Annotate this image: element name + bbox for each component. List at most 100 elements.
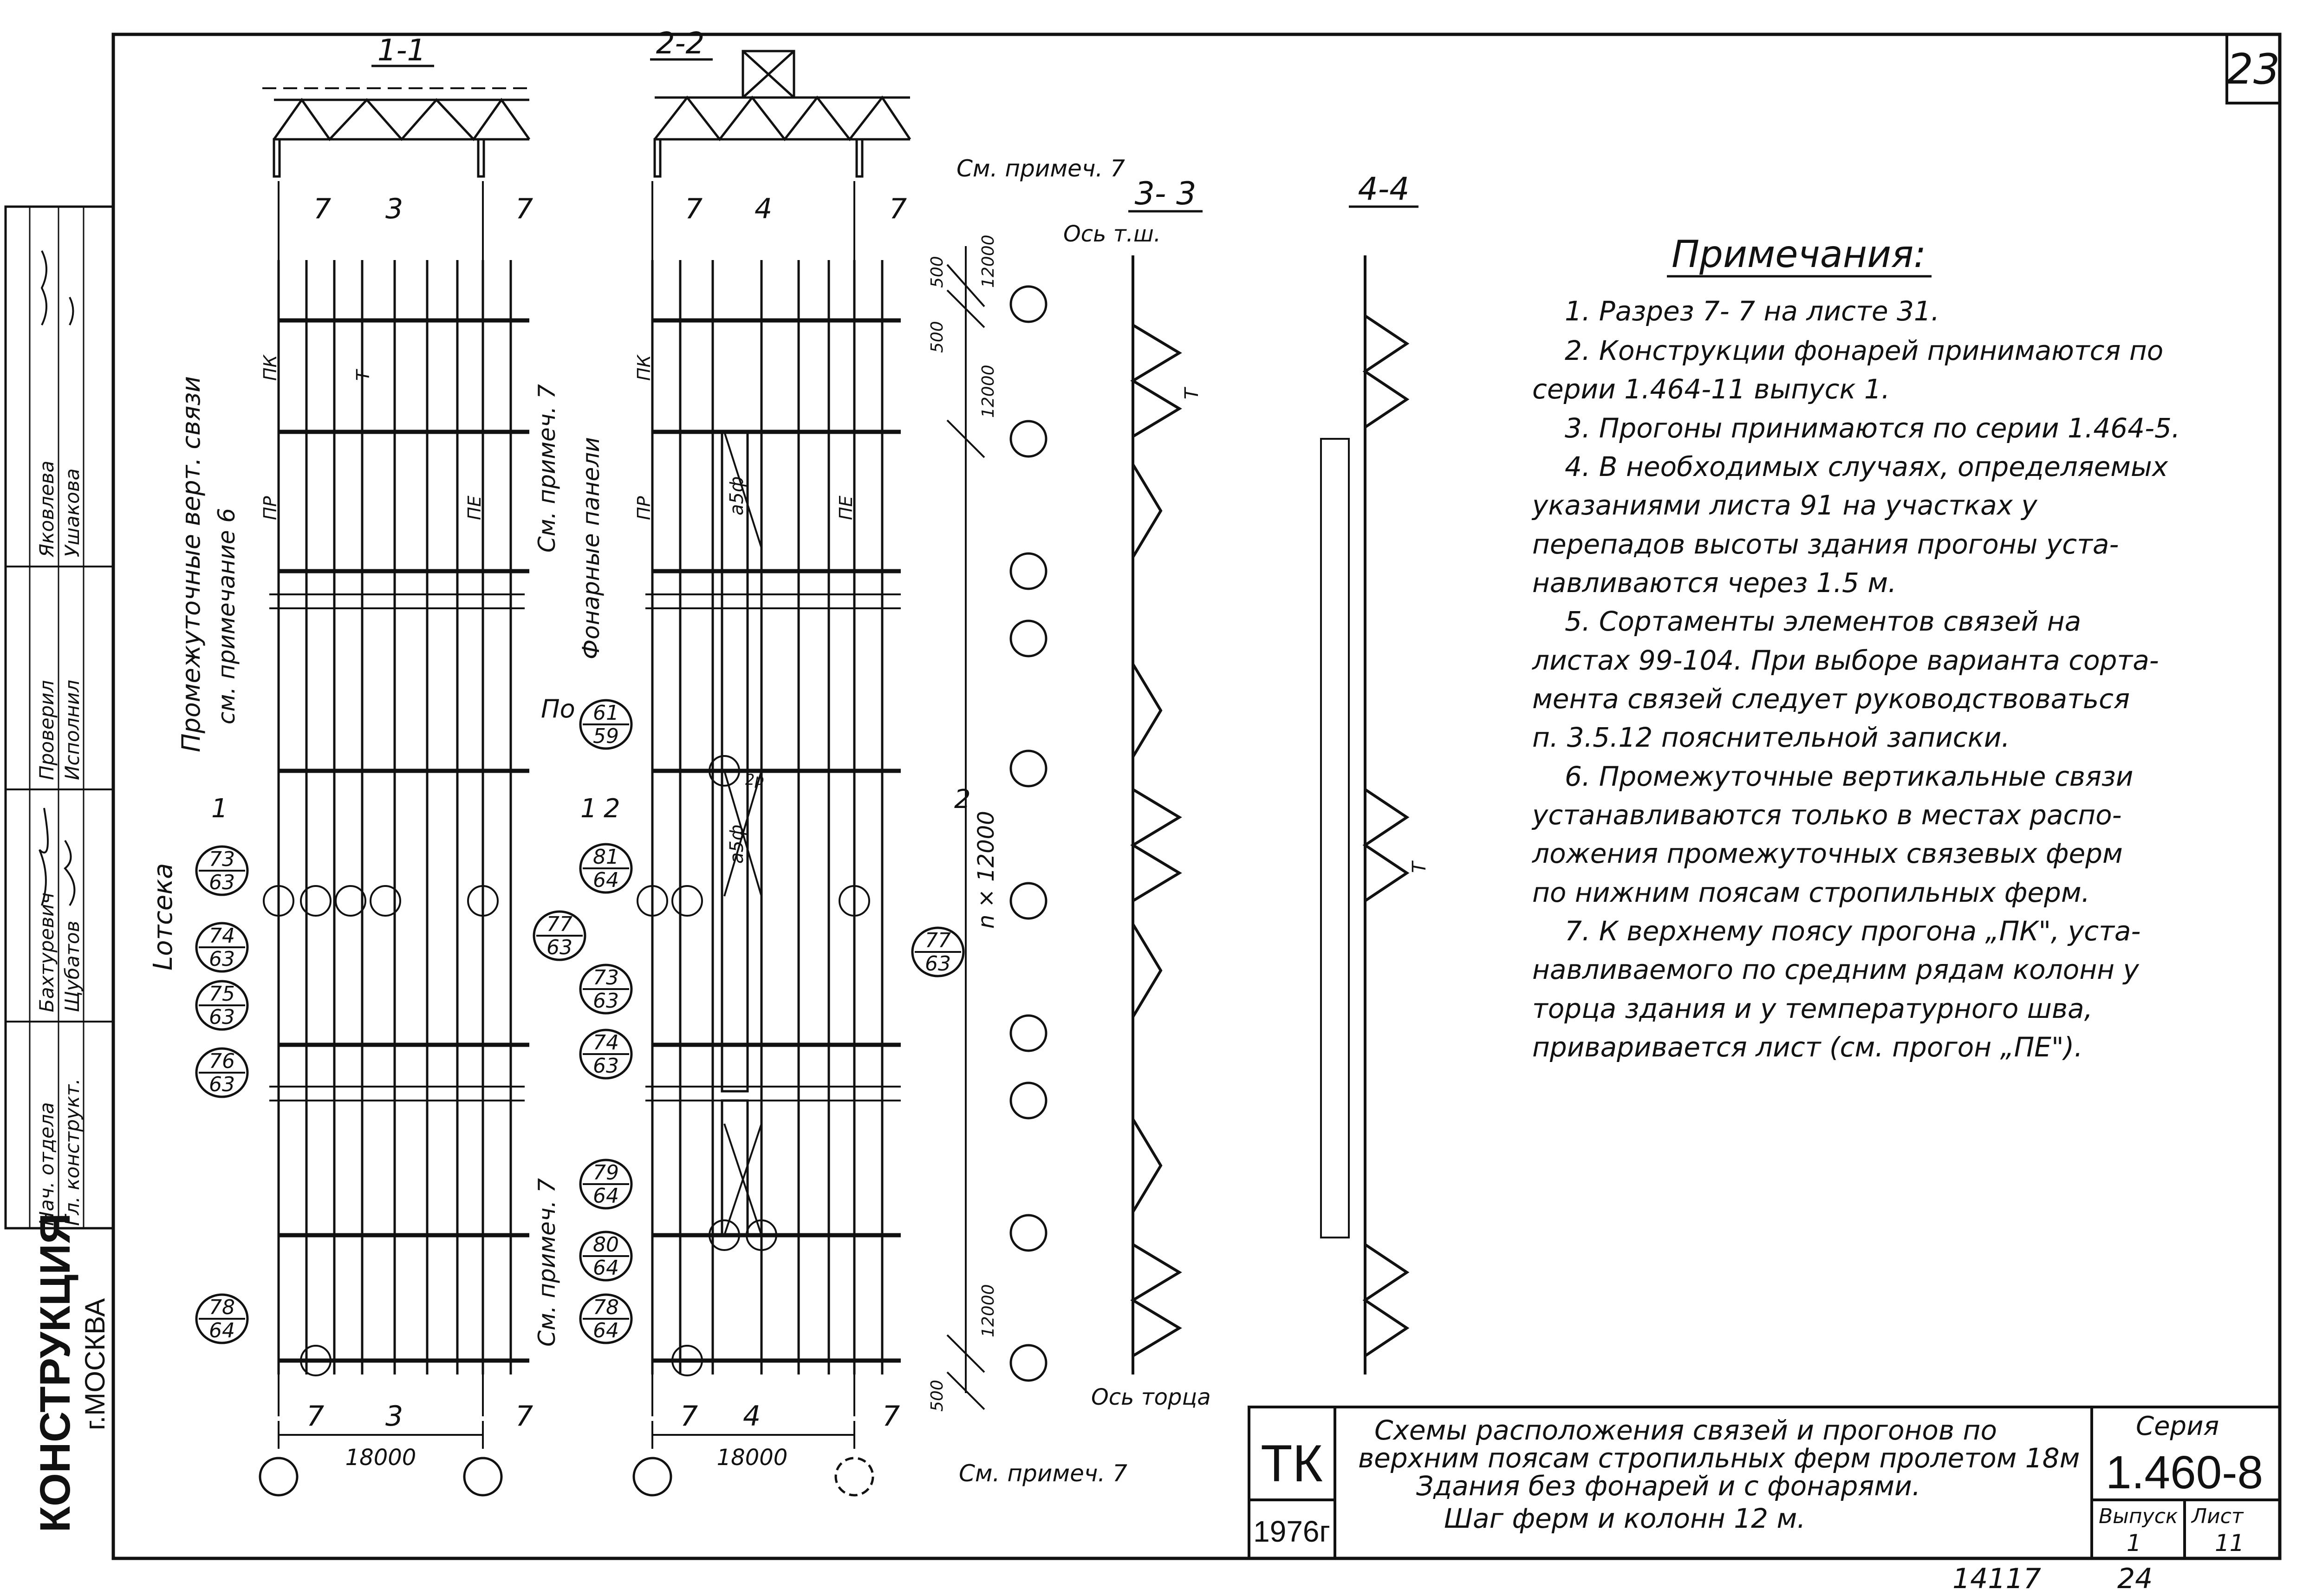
callout-73-63-left: 73 63	[195, 845, 249, 896]
note-line: торца здания и у температурного шва,	[1532, 993, 2093, 1024]
svg-text:63: 63	[593, 1054, 619, 1078]
svg-text:73: 73	[209, 847, 235, 871]
page-number: 23	[2227, 45, 2280, 94]
purlin-mark-a5f: а5ф	[726, 476, 748, 515]
svg-text:63: 63	[209, 1073, 235, 1096]
section-4-4-drawing	[1320, 255, 1410, 1375]
cut-2-right: 2	[954, 784, 971, 814]
issue-value: 1	[2127, 1530, 2141, 1557]
svg-text:63: 63	[209, 947, 235, 971]
note-line: 5. Сортаменты элементов связей на	[1565, 606, 2081, 637]
cut-mark-top-mid-3: 7	[889, 193, 907, 225]
callout-81-64: 81 64	[579, 843, 633, 894]
svg-text:79: 79	[593, 1161, 619, 1185]
stamp-name-4: Ушакова	[61, 469, 84, 557]
cut-mark-bot-mid-1: 7	[680, 1400, 698, 1433]
section-3-3: 3- 3	[1135, 176, 1197, 212]
title-block	[1248, 1406, 2281, 1560]
svg-text:64: 64	[593, 868, 619, 892]
dim-span-mid: 18000	[717, 1445, 788, 1471]
plan-scheme-left	[259, 181, 529, 1497]
purlin-mark-2r: 2р	[745, 771, 764, 788]
callout-77-63-left: 77 63	[533, 910, 586, 961]
stamp-name-3: Яковлева	[35, 461, 58, 558]
cut-mark-bot-left-3: 7	[515, 1400, 533, 1433]
label-axis-ts: Ось т.ш.	[1063, 221, 1161, 247]
title-line: Схемы расположения связей и прогонов по	[1374, 1414, 1997, 1446]
truss-section-1-1	[262, 87, 531, 178]
callout-61-59: 61 59	[579, 699, 633, 750]
notes-title: Примечания:	[1672, 233, 1926, 276]
cut-mark-top-left-2: 3	[385, 193, 403, 225]
title-line: Здания без фонарей и с фонарями.	[1416, 1470, 1920, 1502]
label-vertical-bracing: Промежуточные верт. связи	[176, 376, 206, 752]
label-see-note-6: см. примечание 6	[213, 508, 240, 724]
purlin-mark-pk-mid: ПК	[634, 354, 654, 381]
callout-74-63-mid: 74 63	[579, 1029, 633, 1080]
dim-12000-mid: 12000	[979, 365, 998, 418]
svg-text:81: 81	[593, 845, 619, 869]
note-line: листах 99-104. При выборе варианта сорта…	[1532, 645, 2159, 676]
svg-text:75: 75	[209, 982, 235, 1006]
stamp-role-1: Нач. отдела	[35, 1102, 58, 1226]
label-n12000: n × 12000	[973, 811, 999, 929]
label-po: По	[541, 694, 575, 723]
svg-text:64: 64	[593, 1256, 619, 1280]
stamp-name-2: Щубатов	[61, 921, 84, 1012]
svg-text:77: 77	[546, 912, 572, 936]
title-logo: ТК	[1261, 1434, 1323, 1492]
purlin-mark-pe-left: ПЕ	[464, 495, 485, 520]
callouts: 73 63 74 63 75 63 76 63 77 63	[195, 699, 965, 1344]
stamp-role-3: Проверил	[35, 680, 58, 780]
callout-75-63-left: 75 63	[195, 980, 249, 1031]
svg-text:76: 76	[209, 1049, 235, 1073]
section-2-2: 2-2	[656, 26, 705, 61]
label-see-note-7-vert-b: См. примеч. 7	[533, 1178, 560, 1347]
note-line: 6. Промежуточные вертикальные связи	[1565, 761, 2133, 792]
archive-number: 14117	[1952, 1563, 2041, 1595]
issue-label: Выпуск	[2099, 1505, 2178, 1528]
callout-76-63-left: 76 63	[195, 1047, 249, 1098]
note-line: 7. К верхнему поясу прогона „ПК", уста-	[1565, 915, 2140, 947]
stamp-signatures	[39, 250, 76, 906]
callout-74-63-left: 74 63	[195, 922, 249, 973]
cut-mark-bot-mid-2: 4	[743, 1400, 761, 1433]
cut-mark-top-mid-2: 4	[755, 193, 772, 225]
dim-500-top-2: 500	[928, 321, 947, 353]
note-line: по нижним поясам стропильных ферм.	[1532, 877, 2090, 908]
note-line: перепадов высоты здания прогоны уста-	[1532, 528, 2119, 560]
stamp-role-4: Исполнил	[61, 680, 84, 780]
stamp-role-2: Гл. конструкт.	[61, 1078, 84, 1226]
callout-73-63-mid: 73 63	[579, 964, 633, 1015]
axis-circles	[1009, 285, 1047, 1382]
cut-mark-top-left-1: 7	[313, 193, 331, 225]
dim-12000-top: 12000	[979, 235, 998, 288]
purlin-mark-t-left: Т	[353, 369, 373, 381]
note-line: приваривается лист (см. прогон „ПЕ").	[1532, 1031, 2083, 1063]
cut-mark-top-left-3: 7	[515, 193, 533, 225]
callout-77-63-mid: 77 63	[911, 926, 965, 977]
note-line: навливаются через 1.5 м.	[1532, 567, 1897, 599]
label-axis-end: Ось торца	[1091, 1384, 1211, 1410]
callout-78-64-mid: 78 64	[579, 1293, 633, 1344]
title-year: 1976г	[1253, 1515, 1330, 1548]
note-line: 2. Конструкции фонарей принимаются по	[1565, 335, 2163, 366]
svg-text:78: 78	[593, 1296, 619, 1319]
note-line: устанавливаются только в местах распо-	[1531, 799, 2122, 831]
svg-text:64: 64	[593, 1184, 619, 1208]
note-line: 1. Разрез 7- 7 на листе 31.	[1565, 295, 1939, 327]
cut-1-left: 1	[211, 794, 228, 824]
svg-text:63: 63	[546, 936, 572, 959]
purlin-mark-a5f-b: а5ф	[726, 825, 748, 864]
section-1-1: 1-1	[377, 33, 426, 68]
svg-text:77: 77	[925, 929, 951, 952]
title-line: Шаг ферм и колонн 12 м.	[1444, 1503, 1806, 1534]
svg-text:73: 73	[593, 966, 619, 990]
label-otsek: Lотсека	[148, 863, 178, 971]
svg-text:64: 64	[593, 1319, 619, 1342]
label-lantern-panels: Фонарные панели	[578, 437, 605, 659]
title-text: Схемы расположения связей и прогонов по …	[1358, 1414, 2080, 1534]
callout-78-64-left: 78 64	[195, 1293, 249, 1344]
purlin-mark-pr-left: ПР	[260, 496, 280, 520]
